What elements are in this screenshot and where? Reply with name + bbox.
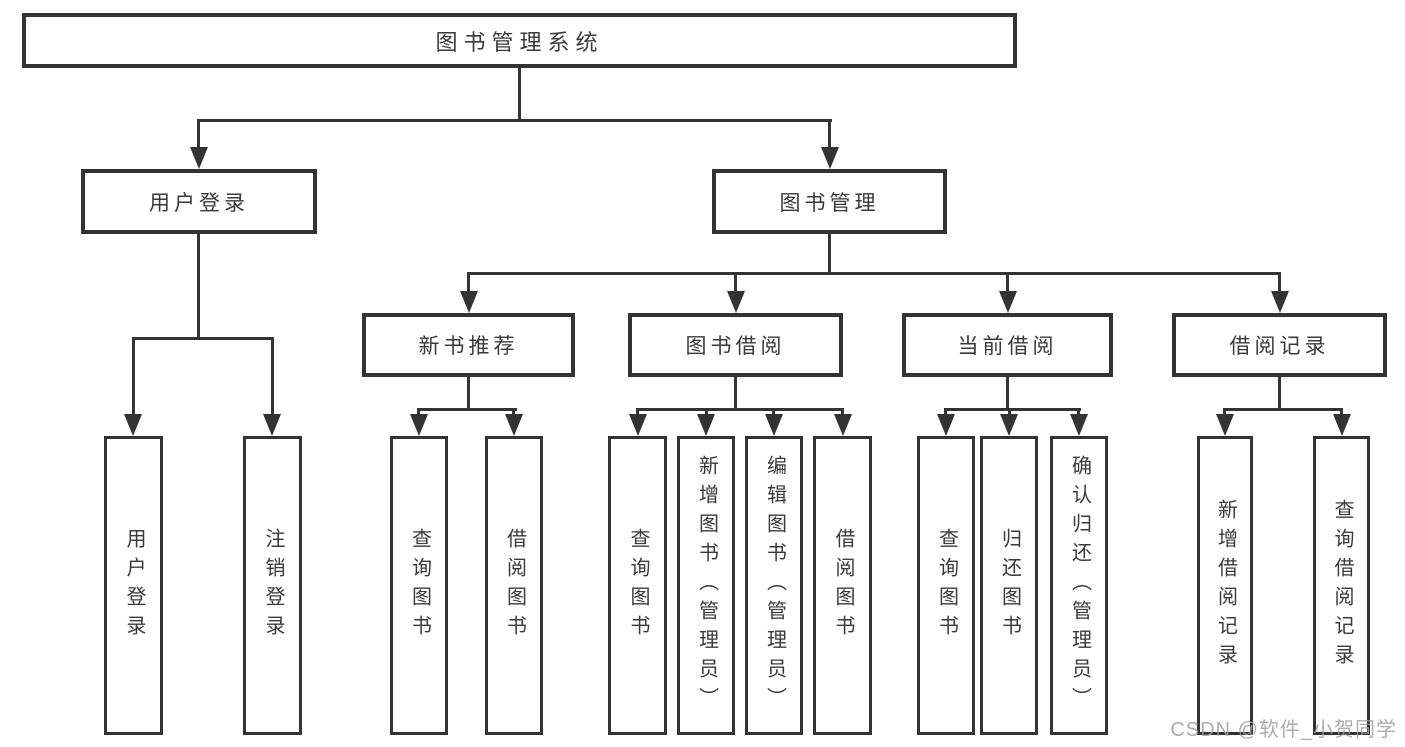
node-borrow-records: 借阅记录: [1172, 313, 1387, 377]
leaf-user-login: 用户登录: [104, 436, 163, 735]
node-book-management-label: 图书管理: [779, 191, 880, 215]
arrowhead: [505, 414, 523, 436]
connector-line: [772, 408, 775, 417]
connector-line: [467, 272, 470, 293]
connector-line: [841, 408, 844, 417]
connector-line: [1340, 408, 1343, 417]
arrowhead: [727, 291, 745, 313]
leaf-add-borrow-record-label: 新增借阅记录: [1214, 498, 1237, 673]
connector-line: [828, 119, 831, 148]
node-book-management: 图书管理: [712, 169, 947, 234]
node-library-system: 图书管理系统: [22, 13, 1017, 68]
connector-line: [512, 408, 515, 417]
leaf-confirm-return-admin-label: 确认归还（管理员）: [1068, 455, 1091, 716]
connector-line: [467, 377, 470, 408]
leaf-query-borrow-record-label: 查询借阅记录: [1331, 498, 1353, 673]
leaf-user-login-label: 用户登录: [123, 527, 145, 644]
leaf-query-books-recommend-label: 查询图书: [408, 527, 431, 644]
node-borrow-records-label: 借阅记录: [1229, 335, 1330, 358]
connector-line: [1223, 408, 1226, 417]
leaf-return-books-label: 归还图书: [998, 527, 1021, 644]
arrowhead: [821, 147, 839, 169]
connector-line: [1006, 377, 1009, 408]
connector-line: [705, 408, 708, 417]
leaf-logout: 注销登录: [243, 436, 302, 735]
arrowhead: [1271, 291, 1289, 313]
connector-line: [636, 408, 639, 417]
connector-line: [1077, 408, 1080, 417]
leaf-query-books-current: 查询图书: [917, 436, 975, 735]
leaf-add-borrow-record: 新增借阅记录: [1197, 436, 1253, 735]
leaf-borrow-books-label: 借阅图书: [832, 527, 854, 644]
connector-line: [197, 119, 832, 122]
connector-line: [518, 68, 521, 120]
arrowhead: [460, 291, 478, 313]
connector-line: [197, 234, 200, 337]
connector-line: [1278, 377, 1281, 408]
node-book-borrowing-label: 图书借阅: [685, 335, 786, 358]
leaf-edit-books-admin: 编辑图书（管理员）: [745, 436, 803, 735]
node-new-book-recommend: 新书推荐: [362, 313, 575, 377]
leaf-borrow-books-recommend-label: 借阅图书: [503, 527, 526, 644]
arrowhead: [629, 414, 647, 436]
node-user-login: 用户登录: [81, 169, 317, 234]
node-user-login-label: 用户登录: [149, 191, 249, 215]
connector-line: [734, 272, 737, 293]
arrowhead: [124, 414, 142, 436]
node-current-borrowing-label: 当前借阅: [957, 335, 1058, 358]
connector-line: [271, 337, 274, 416]
connector-line: [417, 408, 517, 411]
leaf-query-borrow-record: 查询借阅记录: [1313, 436, 1370, 735]
arrowhead: [1333, 414, 1351, 436]
leaf-confirm-return-admin: 确认归还（管理员）: [1050, 436, 1108, 735]
connector-line: [734, 377, 737, 408]
node-new-book-recommend-label: 新书推荐: [418, 335, 519, 358]
connector-line: [1223, 408, 1343, 411]
arrowhead: [999, 291, 1017, 313]
arrowhead: [1216, 414, 1234, 436]
leaf-query-books-borrowing-label: 查询图书: [627, 527, 649, 644]
leaf-add-books-admin: 新增图书（管理员）: [677, 436, 735, 735]
node-library-system-label: 图书管理系统: [435, 29, 604, 55]
connector-line: [944, 408, 1081, 411]
connector-line: [1006, 272, 1009, 293]
connector-line: [197, 119, 200, 148]
leaf-borrow-books: 借阅图书: [813, 436, 872, 735]
connector-line: [1008, 408, 1011, 417]
leaf-query-books-borrowing: 查询图书: [608, 436, 667, 735]
connector-line: [417, 408, 420, 417]
arrowhead: [1070, 414, 1088, 436]
node-book-borrowing: 图书借阅: [628, 313, 843, 377]
connector-line: [1278, 272, 1281, 293]
arrowhead: [765, 414, 783, 436]
arrowhead: [410, 414, 428, 436]
arrowhead: [937, 414, 955, 436]
csdn-watermark: CSDN @软件_小贺同学: [1170, 719, 1397, 741]
connector-line: [828, 234, 831, 272]
leaf-borrow-books-recommend: 借阅图书: [485, 436, 543, 735]
connector-line: [132, 337, 135, 416]
arrowhead: [697, 414, 715, 436]
arrowhead: [190, 147, 208, 169]
arrowhead: [1000, 414, 1018, 436]
connector-line: [944, 408, 947, 417]
node-current-borrowing: 当前借阅: [902, 313, 1113, 377]
leaf-return-books: 归还图书: [980, 436, 1038, 735]
connector-line: [636, 408, 844, 411]
leaf-query-books-current-label: 查询图书: [935, 527, 958, 644]
leaf-query-books-recommend: 查询图书: [390, 436, 448, 735]
leaf-edit-books-admin-label: 编辑图书（管理员）: [763, 455, 786, 716]
connector-line: [132, 337, 274, 340]
connector-line: [467, 272, 1281, 275]
leaf-add-books-admin-label: 新增图书（管理员）: [695, 455, 718, 716]
arrowhead: [263, 414, 281, 436]
leaf-logout-label: 注销登录: [262, 527, 284, 644]
arrowhead: [834, 414, 852, 436]
